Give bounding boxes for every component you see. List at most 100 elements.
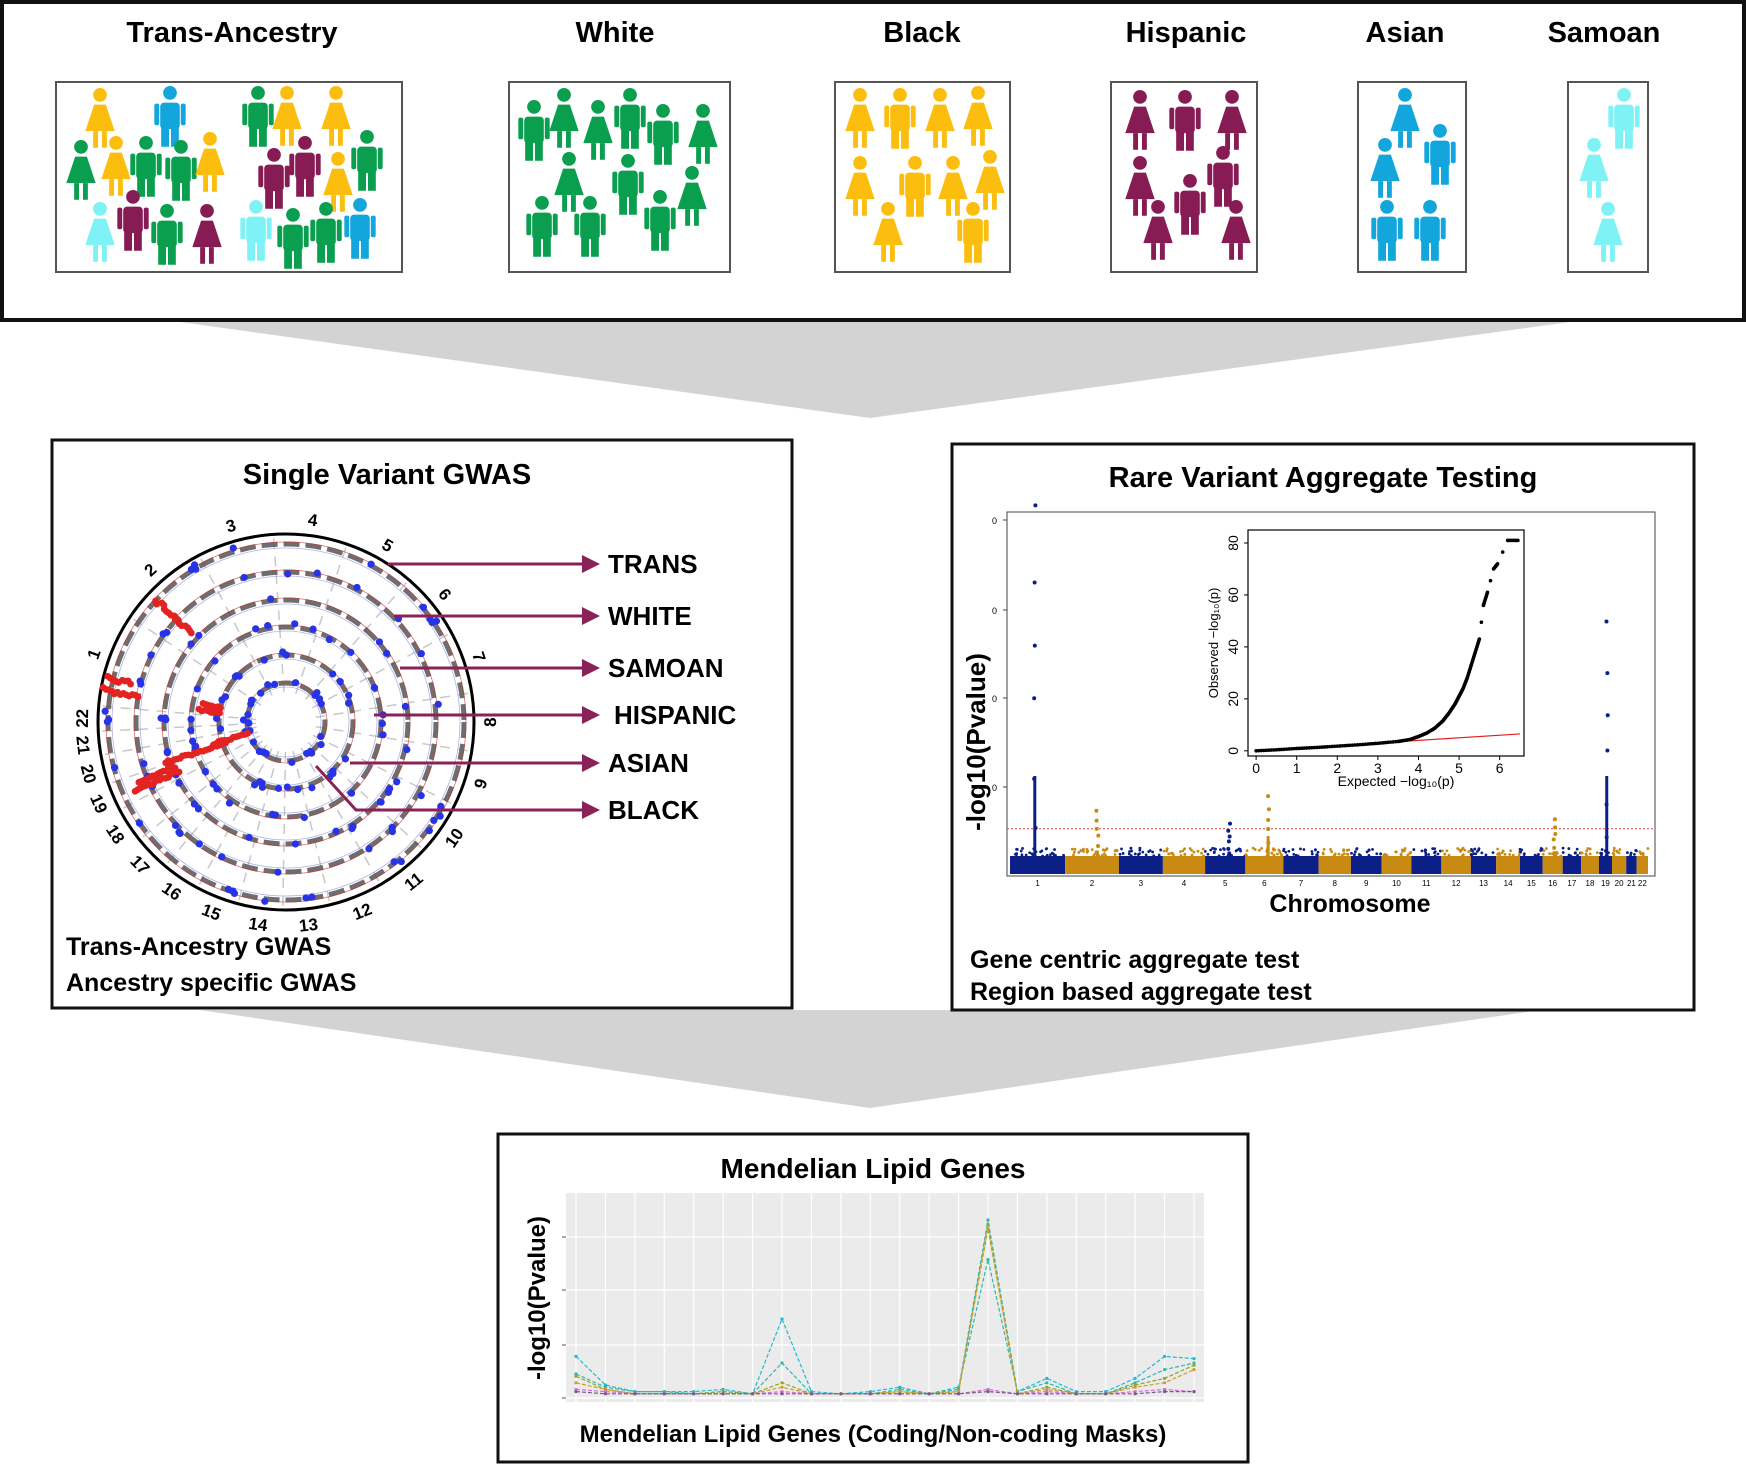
gwas-point (432, 617, 441, 625)
manhattan-x-tick-label: 14 (1504, 879, 1513, 888)
person-female-icon (192, 204, 222, 264)
mendel-point (986, 1227, 990, 1231)
person-leg (1595, 181, 1601, 198)
gwas-point (135, 819, 144, 827)
manhattan-chrom-20: 20 (1611, 846, 1627, 888)
qq-point (1488, 578, 1493, 583)
manhattan-chrom-8: 8 (1318, 847, 1351, 888)
person-male-icon (1608, 88, 1640, 149)
person-leg (317, 243, 326, 263)
gwas-hit-point (162, 759, 170, 767)
manhattan-point (1427, 853, 1431, 856)
gwas-point (187, 640, 195, 648)
gwas-point (256, 777, 264, 786)
person-head (1433, 124, 1447, 138)
gwas-point (313, 569, 321, 577)
person-head (251, 86, 265, 100)
qq-point (1269, 748, 1274, 752)
manhattan-point (1403, 849, 1406, 853)
manhattan-point (1518, 847, 1522, 851)
manhattan-point (1103, 849, 1107, 852)
person-leg (542, 237, 551, 257)
gwas-point (282, 651, 290, 659)
person-leg (861, 131, 867, 148)
person-leg (685, 209, 691, 226)
manhattan-point (1234, 849, 1238, 853)
manhattan-point (1024, 853, 1028, 857)
manhattan-x-tick-label: 18 (1586, 879, 1595, 888)
manhattan-peak-point (1033, 503, 1038, 508)
gwas-point (245, 833, 253, 842)
person-leg (1386, 181, 1392, 198)
manhattan-x-tick-label: 9 (1364, 879, 1369, 888)
rare-ylabel: -log10(Pvalue) (961, 653, 991, 831)
manhattan-point (1445, 849, 1449, 853)
person-leg (1601, 245, 1607, 262)
person-dress (272, 102, 302, 130)
person-head (174, 140, 188, 154)
gwas-point (175, 779, 183, 787)
person-leg (1615, 129, 1624, 149)
gwas-point (317, 732, 325, 741)
manhattan-point (1467, 850, 1471, 854)
person-female-icon (272, 86, 302, 146)
manhattan-point (1054, 854, 1057, 857)
person-male-icon (117, 190, 149, 251)
person-head (249, 200, 263, 214)
gwas-point (268, 810, 277, 818)
manhattan-point (1138, 848, 1142, 852)
gwas-point (417, 650, 425, 658)
person-leg (1133, 133, 1139, 150)
mendel-point (1162, 1387, 1167, 1391)
manhattan-point (1133, 852, 1137, 856)
person-female-icon (963, 86, 993, 146)
person-dress (85, 104, 115, 132)
person-torso (160, 102, 180, 130)
person-leg (853, 199, 859, 216)
manhattan-x-tick-label: 8 (1333, 879, 1338, 888)
manhattan-point (1179, 854, 1183, 857)
manhattan-point (1584, 852, 1588, 856)
manhattan-point (1277, 848, 1281, 852)
person-arm (884, 105, 890, 128)
person-arm (266, 217, 272, 240)
qq-x-tick-label: 3 (1374, 760, 1382, 776)
gwas-hit-point (199, 700, 207, 707)
person-arm (614, 105, 620, 128)
mendel-point (692, 1390, 696, 1394)
manhattan-point (1436, 852, 1440, 856)
manhattan-point (1292, 852, 1296, 856)
person-torso (350, 214, 370, 242)
manhattan-point (1496, 852, 1499, 856)
manhattan-point (1408, 851, 1412, 855)
person-head (535, 196, 549, 210)
manhattan-point (1355, 847, 1359, 850)
manhattan-point (1461, 854, 1464, 858)
circos-separator (238, 750, 280, 902)
manhattan-chrom-9: 9 (1350, 847, 1383, 888)
gwas-point (300, 813, 308, 822)
person-female-icon (1221, 200, 1251, 260)
gwas-point (309, 625, 317, 633)
person-female-icon (845, 156, 875, 216)
person-female-icon (845, 88, 875, 148)
person-leg (557, 131, 563, 148)
manhattan-chrom-6: 6 (1244, 794, 1284, 888)
gwas-point (401, 702, 409, 711)
qq-point (1256, 748, 1261, 753)
person-head (200, 204, 214, 218)
gwas-point (101, 707, 109, 715)
manhattan-point (1021, 847, 1024, 850)
person-leg (891, 129, 900, 149)
person-torso (283, 224, 303, 252)
manhattan-peak-point (1604, 619, 1609, 624)
mendel-point (1192, 1357, 1196, 1361)
person-leg (533, 237, 542, 257)
manhattan-chrom-4: 4 (1162, 847, 1206, 888)
person-male-icon (1174, 174, 1206, 235)
person-head (908, 156, 922, 170)
gwas-point (247, 696, 256, 704)
person-dress (85, 218, 115, 246)
mendel-point (1133, 1376, 1137, 1380)
manhattan-peak-point (1096, 833, 1101, 838)
